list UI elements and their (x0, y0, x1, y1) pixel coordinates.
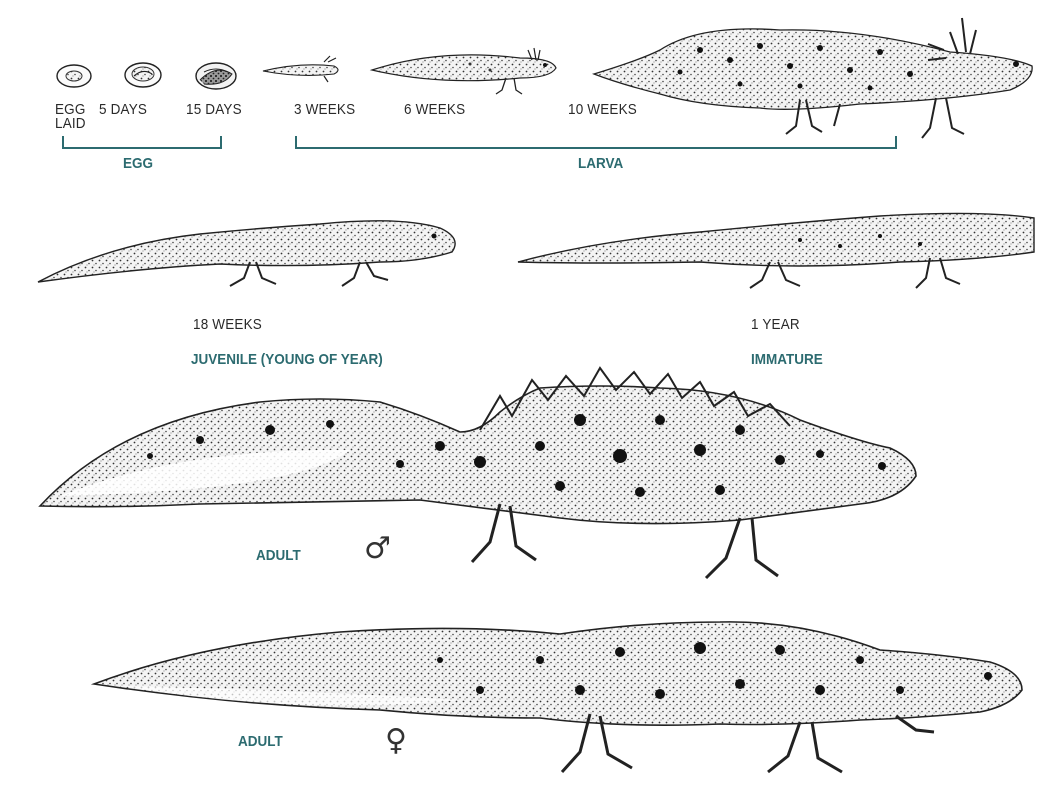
juvenile-newt-illustration (38, 221, 455, 286)
egg-5-days-illustration (125, 63, 161, 87)
egg-bracket (63, 136, 221, 148)
egg-laid-label-line2: LAID (55, 116, 86, 131)
adult-female-stage-label: ADULT (238, 734, 283, 749)
egg-15-days-illustration (196, 63, 236, 89)
adult-male-stage-label: ADULT (256, 548, 301, 563)
larva-3-weeks-illustration (263, 56, 338, 82)
larva-3-weeks-label: 3 WEEKS (294, 102, 355, 117)
egg-group-label: EGG (123, 156, 153, 171)
larva-6-weeks-label: 6 WEEKS (404, 102, 465, 117)
larva-group-label: LARVA (578, 156, 623, 171)
adult-male-newt-illustration (40, 368, 916, 578)
larva-6-weeks-illustration (372, 48, 556, 94)
immature-stage-label: IMMATURE (751, 352, 823, 367)
adult-female-newt-illustration (94, 622, 1022, 772)
juvenile-stage-label: JUVENILE (YOUNG OF YEAR) (191, 352, 383, 367)
egg-5-days-label: 5 DAYS (99, 102, 147, 117)
immature-newt-illustration (518, 213, 1034, 288)
egg-15-days-label: 15 DAYS (186, 102, 242, 117)
immature-age-label: 1 YEAR (751, 317, 800, 332)
male-symbol-icon: ♂ (364, 534, 391, 564)
larva-10-weeks-illustration (594, 18, 1032, 138)
egg-laid-illustration (57, 65, 91, 87)
juvenile-age-label: 18 WEEKS (193, 317, 262, 332)
larva-10-weeks-label: 10 WEEKS (568, 102, 637, 117)
female-symbol-icon: ♀ (385, 726, 407, 756)
larva-bracket (296, 136, 896, 148)
